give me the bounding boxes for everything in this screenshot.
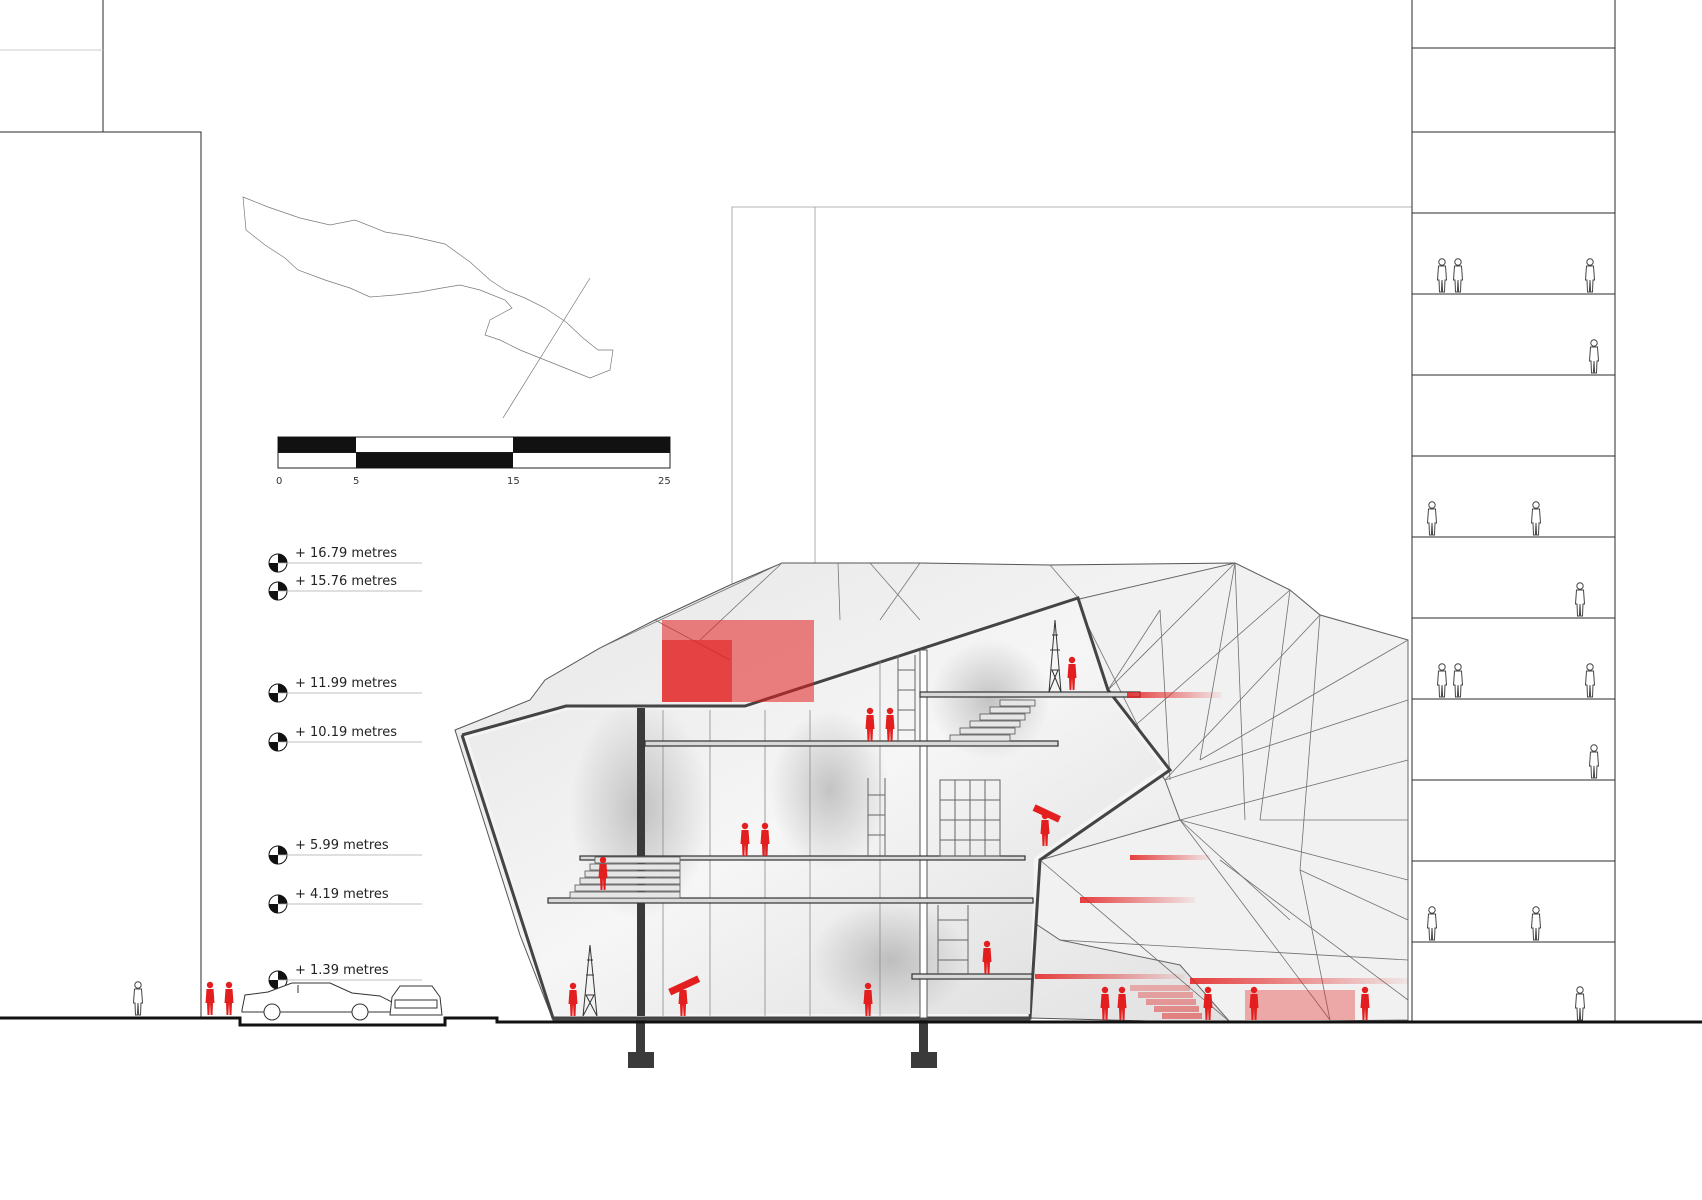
scale-tick-15: 15 (507, 476, 520, 487)
faceted-building-section (454, 562, 1409, 1068)
level-label: + 11.99 metres (295, 676, 397, 691)
level-marker-1-39: + 1.39 metres (268, 963, 422, 990)
tower-people (1427, 258, 1599, 1021)
scale-tick-5: 5 (353, 476, 359, 487)
scale-bar: 0 5 15 25 (276, 436, 671, 487)
level-marker-10-19: + 10.19 metres (268, 725, 422, 752)
pylon-upper (1048, 619, 1062, 693)
level-label: + 4.19 metres (295, 887, 389, 902)
column-right (919, 649, 928, 1019)
level-marker-15-76: + 15.76 metres (268, 574, 422, 601)
ground-line (0, 1016, 1702, 1027)
scale-tick-25: 25 (658, 476, 671, 487)
staircase-ground-red (1130, 985, 1355, 1020)
level-label: + 10.19 metres (295, 725, 397, 740)
pylon-lower (582, 944, 598, 1017)
left-background-building (0, 0, 202, 1018)
interior-ladders (867, 655, 969, 974)
level-label: + 5.99 metres (295, 838, 389, 853)
staircase-upper (949, 699, 1036, 742)
tower-floor-lines (1412, 47, 1615, 943)
scale-tick-0: 0 (276, 476, 282, 487)
level-label: + 16.79 metres (295, 546, 397, 561)
foundation-piers (628, 1020, 937, 1068)
level-markers: + 16.79 metres + 15.76 metres + 11.99 me… (268, 546, 422, 990)
level-label: + 1.39 metres (295, 963, 389, 978)
site-location-plan (242, 196, 614, 419)
red-people-inside (568, 656, 1370, 1020)
car-rear-view (389, 985, 443, 1016)
staircase-middle (569, 856, 681, 899)
right-tower-building (1411, 0, 1616, 1022)
level-marker-4-19: + 4.19 metres (268, 887, 422, 914)
interior-panels (662, 660, 881, 1016)
shelving-unit (939, 779, 1001, 857)
level-marker-16-79: + 16.79 metres (268, 546, 422, 573)
floor-slabs (547, 691, 1408, 984)
car-side-view (241, 982, 393, 1021)
street-people (133, 981, 234, 1016)
level-marker-5-99: + 5.99 metres (268, 838, 422, 865)
level-marker-11-99: + 11.99 metres (268, 676, 422, 703)
level-label: + 15.76 metres (295, 574, 397, 589)
